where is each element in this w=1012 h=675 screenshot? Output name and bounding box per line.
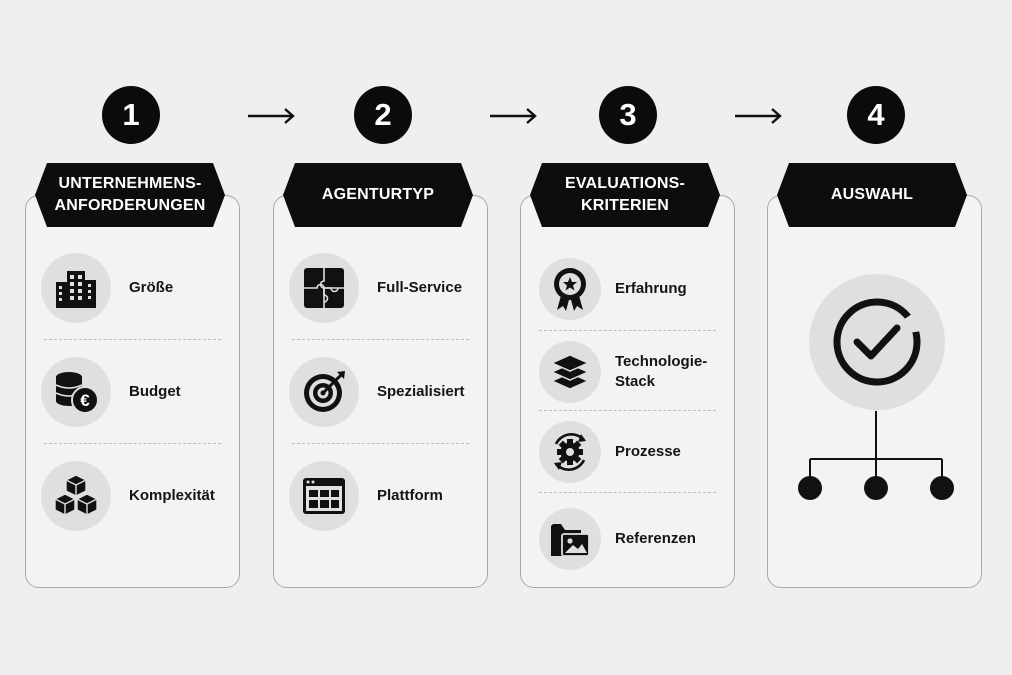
divider [292,443,469,444]
list-item-referenzen: Referenzen [521,504,734,574]
divider [44,339,221,340]
item-label: Plattform [377,487,443,504]
list-item-spezialisiert: Spezialisiert [274,357,487,427]
divider [539,492,716,493]
list-item-groesse: Größe [26,253,239,323]
step-1-number: 1 [102,86,160,144]
award-badge-icon [539,258,601,320]
header-label: EVALUATIONS- KRITERIEN [564,175,686,214]
arrow-right-icon [735,108,782,124]
check-circle-icon [809,274,945,410]
image-folder-icon [539,508,601,570]
step-4-number: 4 [847,86,905,144]
step-4-card [767,195,982,588]
buildings-icon [41,253,111,323]
divider [292,339,469,340]
step-2-card: Full-Service Spezialisiert [273,195,488,588]
browser-window-icon [289,461,359,531]
gear-cycle-icon [539,421,601,483]
item-label: Erfahrung [615,280,687,297]
list-item-technologie-stack: Technologie- Stack [521,337,734,407]
step-3-number: 3 [599,86,657,144]
divider [44,443,221,444]
svg-text:€: € [80,391,90,410]
header-label: UNTERNEHMENS- ANFORDERUNGEN [54,175,206,214]
item-label: Prozesse [615,443,681,460]
list-item-plattform: Plattform [274,461,487,531]
item-label: Budget [129,383,181,400]
list-item-full-service: Full-Service [274,253,487,323]
coins-euro-icon: € [41,357,111,427]
item-label: Referenzen [615,530,696,547]
header-label: AGENTURTYP [321,186,435,203]
puzzle-icon [289,253,359,323]
list-item-prozesse: Prozesse [521,417,734,487]
stacked-cubes-icon [41,461,111,531]
arrow-right-icon [248,108,295,124]
step-3-header: EVALUATIONS- KRITERIEN [530,163,720,227]
item-label: Komplexität [129,487,215,504]
layers-icon [539,341,601,403]
step-1-card: Größe € Budget [25,195,240,588]
tree-branch-icon [798,411,954,500]
arrow-right-icon [490,108,537,124]
list-item-budget: € Budget [26,357,239,427]
item-label: Größe [129,279,174,296]
step-3-card: Erfahrung Technologie- Stack [520,195,735,588]
list-item-erfahrung: Erfahrung [521,254,734,324]
step-4-header: AUSWAHL [777,163,967,227]
divider [539,410,716,411]
step-2-number: 2 [354,86,412,144]
list-item-komplexitaet: Komplexität [26,461,239,531]
item-label: Technologie- Stack [615,353,708,390]
target-icon [289,357,359,427]
header-label: AUSWAHL [830,186,914,203]
item-label: Spezialisiert [377,383,465,400]
step-1-header: UNTERNEHMENS- ANFORDERUNGEN [35,163,225,227]
step-2-header: AGENTURTYP [283,163,473,227]
item-label: Full-Service [377,279,463,296]
divider [539,330,716,331]
